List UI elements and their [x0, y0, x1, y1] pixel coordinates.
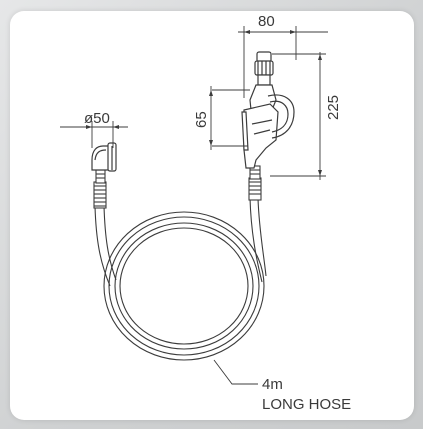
dimension-diameter-label: ø50 — [84, 110, 110, 127]
hose-coil — [103, 211, 265, 361]
dimension-height-label: 225 — [325, 95, 342, 120]
fuel-nozzle — [241, 51, 295, 169]
left-hose-fitting — [95, 169, 106, 184]
callout-description-label: LONG HOSE — [262, 396, 351, 413]
drawing-card — [10, 11, 414, 420]
dimension-arrowheads — [86, 30, 322, 176]
dimension-nozzle-label: 65 — [193, 111, 210, 128]
left-hose-sleeve — [93, 181, 107, 209]
callout-length-label: 4m — [262, 376, 283, 393]
elbow-connector — [91, 142, 117, 172]
hose-right-section — [249, 197, 267, 283]
dimension-width-label: 80 — [258, 13, 275, 30]
right-hose-sleeve — [248, 177, 262, 201]
hose-left-section — [94, 205, 117, 287]
